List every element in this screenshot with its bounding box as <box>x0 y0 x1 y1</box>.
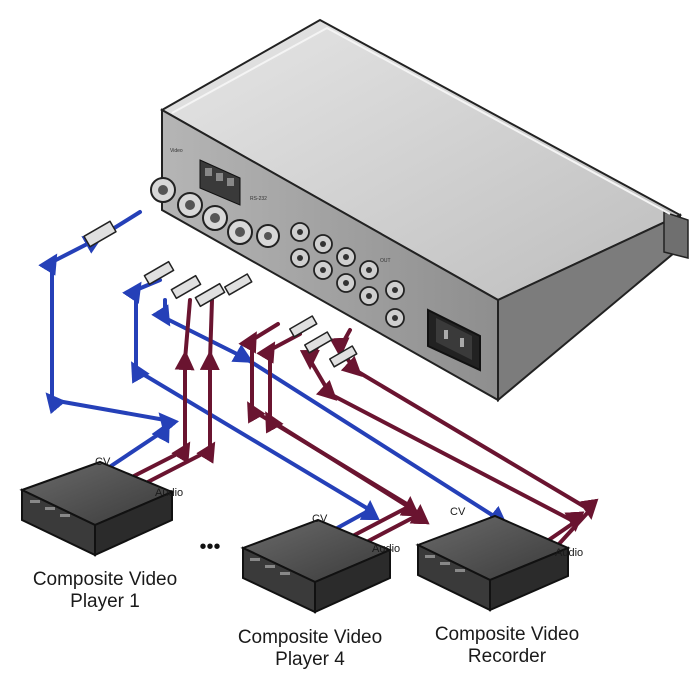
recorder-sub: Recorder <box>468 646 547 667</box>
audio-cable-player-4-L <box>238 322 420 542</box>
player-1-audio-label: Audio <box>155 487 183 499</box>
bnc-input-3[interactable] <box>202 205 228 231</box>
ellipsis: ••• <box>199 536 220 558</box>
bnc-input-4[interactable] <box>227 219 253 245</box>
player-4-cv-label: CV <box>312 513 328 525</box>
player-1-name: Composite Video <box>33 569 177 590</box>
recorder-audio-label: Audio <box>555 547 583 559</box>
recorder-cv-label: CV <box>450 506 466 518</box>
device-player-1: CV Audio Composite Video Player 1 <box>19 456 183 612</box>
panel-label-rs232: RS-232 <box>250 196 267 202</box>
audio-cable-recorder-R <box>329 328 599 558</box>
video-cable-player-1 <box>38 210 180 472</box>
player-4-sub: Player 4 <box>275 649 345 670</box>
bnc-output[interactable] <box>256 224 280 248</box>
player-4-name: Composite Video <box>238 627 382 648</box>
chassis-flange <box>663 210 689 259</box>
terminal-block[interactable] <box>199 159 241 206</box>
player-1-cv-label: CV <box>95 456 111 468</box>
panel-label-video: Video <box>170 148 183 154</box>
audio-cable-recorder-L <box>299 340 585 548</box>
bnc-input-2[interactable] <box>177 192 203 218</box>
recorder-name: Composite Video <box>435 624 579 645</box>
audio-cable-player-1-L <box>128 298 195 480</box>
player-1-sub: Player 1 <box>70 591 140 612</box>
player-4-audio-label: Audio <box>372 543 400 555</box>
switcher-chassis: Video OUT RS-232 <box>150 18 689 403</box>
cable-plugs <box>83 220 358 368</box>
audio-cable-player-1-R <box>138 298 220 488</box>
audio-cable-player-4-R <box>256 332 430 550</box>
device-player-4: CV Audio Composite Video Player 4 <box>238 513 400 670</box>
bnc-input-1[interactable] <box>150 177 176 203</box>
device-recorder: CV Audio Composite Video Recorder <box>415 506 583 667</box>
panel-label-out: OUT <box>380 258 391 264</box>
